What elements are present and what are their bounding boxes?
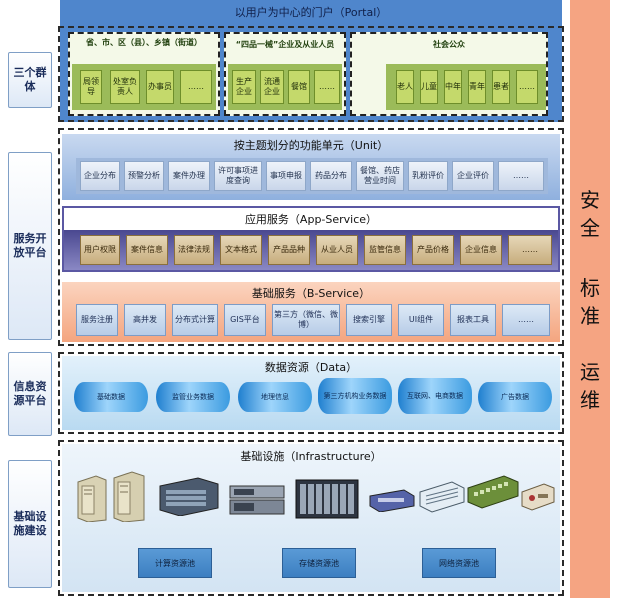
tower-server-icon (74, 474, 108, 526)
portal-group-enterprises: “四品一械”企业及从业人员 生产企业 流通企业 餐馆 …… (224, 32, 346, 116)
unit-item: 企业评价 (452, 161, 494, 191)
portal-layer-frame (58, 26, 564, 122)
unit-item: 企业分布 (80, 161, 120, 191)
right-bar-char: 运 (580, 360, 600, 384)
group-item: 生产企业 (232, 70, 256, 104)
storage-array-icon (294, 478, 360, 524)
app-service-item: 产品价格 (412, 235, 454, 265)
app-service-item: …… (508, 235, 552, 265)
right-bar-char: 标 (580, 276, 600, 300)
rack-server-icon (158, 476, 220, 520)
network-switch-icon (418, 480, 466, 518)
unit-item: 餐馆、药店营业时间 (356, 161, 404, 191)
left-label-infrastructure: 基础设施建设 (8, 460, 52, 588)
unit-item: 事项申报 (266, 161, 306, 191)
group-item: 患者 (492, 70, 510, 104)
b-service-item: 分布式计算 (172, 304, 218, 336)
right-bar-char: 准 (580, 304, 600, 328)
tower-server-icon (110, 470, 146, 526)
app-service-item: 文本格式 (220, 235, 262, 265)
group-item: 中年 (444, 70, 462, 104)
app-service-item: 法律法规 (174, 235, 214, 265)
portal-group-officials: 省、市、区（县）、乡镇（街道） 局领导 处室负责人 办事员 …… (68, 32, 220, 116)
b-service-item: 服务注册 (76, 304, 118, 336)
app-service-item: 企业信息 (460, 235, 502, 265)
group-item: 局领导 (80, 70, 102, 104)
storage-pool: 存储资源池 (282, 548, 356, 578)
b-service-band: 基础服务（B-Service） 服务注册 高并发 分布式计算 GIS平台 第三方… (62, 282, 560, 342)
unit-item: 药品分布 (310, 161, 352, 191)
right-bar-char: 安 (580, 188, 600, 212)
data-cylinder: 地理信息 (238, 382, 312, 412)
compute-pool: 计算资源池 (138, 548, 212, 578)
b-service-item: 高并发 (124, 304, 166, 336)
unit-title: 按主题划分的功能单元（Unit） (233, 139, 389, 152)
app-service-item: 用户权限 (80, 235, 120, 265)
data-title: 数据资源（Data） (264, 361, 358, 374)
unit-item: 案件办理 (168, 161, 210, 191)
data-cylinder: 监管业务数据 (156, 382, 230, 412)
group-title: “四品一械”企业及从业人员 (235, 40, 335, 49)
app-service-band: 应用服务（App-Service） 用户权限 案件信息 法律法规 文本格式 产品… (62, 206, 560, 272)
app-service-item: 监管信息 (364, 235, 406, 265)
app-service-item: 案件信息 (126, 235, 168, 265)
data-cylinder: 互联网、电商数据 (398, 378, 472, 414)
left-label-info-platform: 信息资源平台 (8, 352, 52, 436)
network-switch-icon (466, 474, 520, 514)
b-service-item: UI组件 (398, 304, 444, 336)
right-bar-char: 全 (580, 216, 600, 240)
service-layer-frame (58, 128, 564, 346)
b-service-item: …… (502, 304, 550, 336)
portal-group-public: 社会公众 老人 儿童 中年 青年 患者 …… (350, 32, 548, 116)
b-service-title: 基础服务（B-Service） (251, 287, 371, 300)
network-pool: 网络资源池 (422, 548, 496, 578)
infrastructure-band: 基础设施（Infrastructure） 计算资源池 存储资源池 网络资源池 (62, 444, 560, 592)
data-layer-frame (58, 352, 564, 434)
group-item: …… (314, 70, 340, 104)
unit-item: …… (498, 161, 544, 191)
network-switch-icon (368, 488, 416, 516)
data-band: 数据资源（Data） 基础数据 监管业务数据 地理信息 第三方机构业务数据 互联… (62, 356, 560, 430)
unit-item: 预警分析 (124, 161, 164, 191)
group-item: 流通企业 (260, 70, 284, 104)
unit-band: 按主题划分的功能单元（Unit） 企业分布 预警分析 案件办理 许可事项进度查询… (62, 134, 560, 200)
unit-item: 乳粉评价 (408, 161, 448, 191)
data-cylinder: 广告数据 (478, 382, 552, 412)
left-label-groups: 三个群体 (8, 52, 52, 108)
app-service-item: 产品品种 (268, 235, 310, 265)
b-service-item: GIS平台 (224, 304, 266, 336)
group-item: 餐馆 (288, 70, 310, 104)
data-cylinder: 基础数据 (74, 382, 148, 412)
app-service-item: 从业人员 (316, 235, 358, 265)
unit-item: 许可事项进度查询 (214, 161, 262, 191)
group-title: 省、市、区（县）、乡镇（街道） (86, 38, 202, 47)
left-label-service-platform: 服务开放平台 (8, 152, 52, 340)
b-service-item: 报表工具 (450, 304, 496, 336)
group-item: …… (180, 70, 212, 104)
security-standards-ops-bar: 安 全 标 准 运 维 (570, 0, 610, 598)
group-item: 儿童 (420, 70, 438, 104)
portal-title: 以用户为中心的门户（Portal） (234, 6, 388, 19)
network-device-icon (520, 482, 556, 516)
group-item: …… (516, 70, 538, 104)
right-bar-char: 维 (580, 388, 600, 412)
group-item: 老人 (396, 70, 414, 104)
infrastructure-layer-frame (58, 440, 564, 596)
app-service-title: 应用服务（App-Service） (244, 213, 378, 226)
b-service-item: 搜索引擎 (346, 304, 392, 336)
blade-server-icon (228, 482, 286, 522)
data-cylinder: 第三方机构业务数据 (318, 378, 392, 414)
group-item: 青年 (468, 70, 486, 104)
b-service-item: 第三方（微信、微博） (272, 304, 340, 336)
group-title: 社会公众 (433, 40, 465, 49)
infrastructure-title: 基础设施（Infrastructure） (240, 450, 382, 463)
group-item: 处室负责人 (110, 70, 140, 104)
group-item: 办事员 (146, 70, 174, 104)
